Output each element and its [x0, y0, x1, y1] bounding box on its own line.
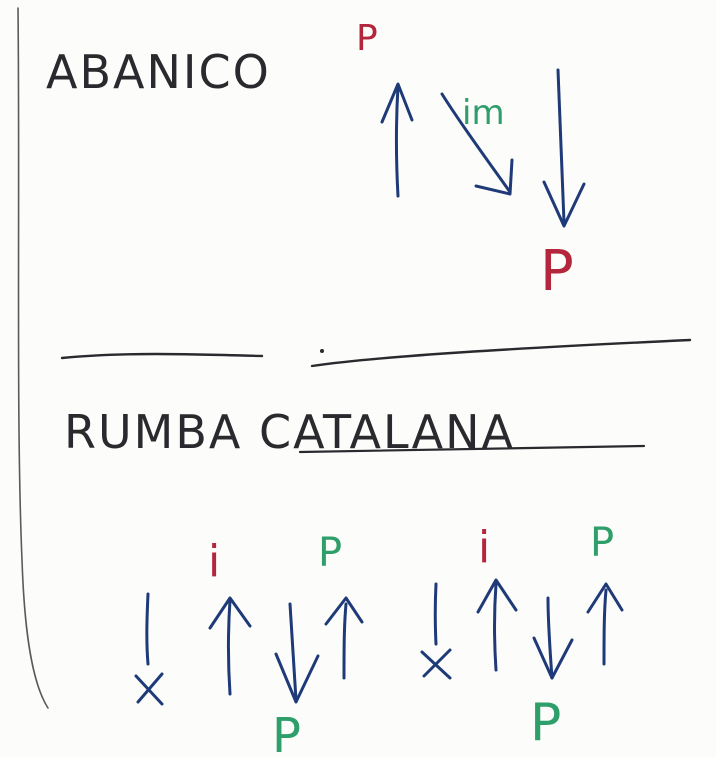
margin-line [17, 7, 49, 709]
x-mark-icon [134, 672, 164, 706]
label-i-2: i [478, 522, 490, 573]
label-p-bottom-1: P [272, 708, 301, 758]
arrow-up-icon [586, 582, 624, 666]
section-title-abanico: ABANICO [46, 45, 271, 99]
arrow-down-icon [532, 596, 574, 680]
stroke-down-line-icon [433, 582, 438, 646]
label-p-top-1: P [318, 530, 342, 576]
x-mark-icon [420, 648, 452, 680]
arrow-up-icon [476, 578, 518, 672]
arrow-down-icon [274, 602, 320, 704]
label-p-bottom: P [540, 239, 574, 304]
label-p-top: P [356, 18, 378, 59]
label-p-bottom-2: P [530, 693, 561, 753]
section-divider [60, 338, 692, 368]
title-underline [298, 444, 646, 454]
label-im: im [462, 93, 505, 133]
stroke-down-line-icon [145, 592, 150, 666]
label-i-1: i [208, 536, 220, 587]
label-p-top-2: P [590, 520, 614, 566]
arrow-down-icon [542, 68, 586, 228]
arrow-up-icon [324, 596, 364, 680]
arrow-up-icon [380, 82, 414, 198]
arrow-up-icon [208, 596, 252, 696]
arrow-diagonal-down-icon [440, 92, 514, 196]
section-title-rumba-catalana: RUMBA CATALANA [64, 405, 515, 459]
